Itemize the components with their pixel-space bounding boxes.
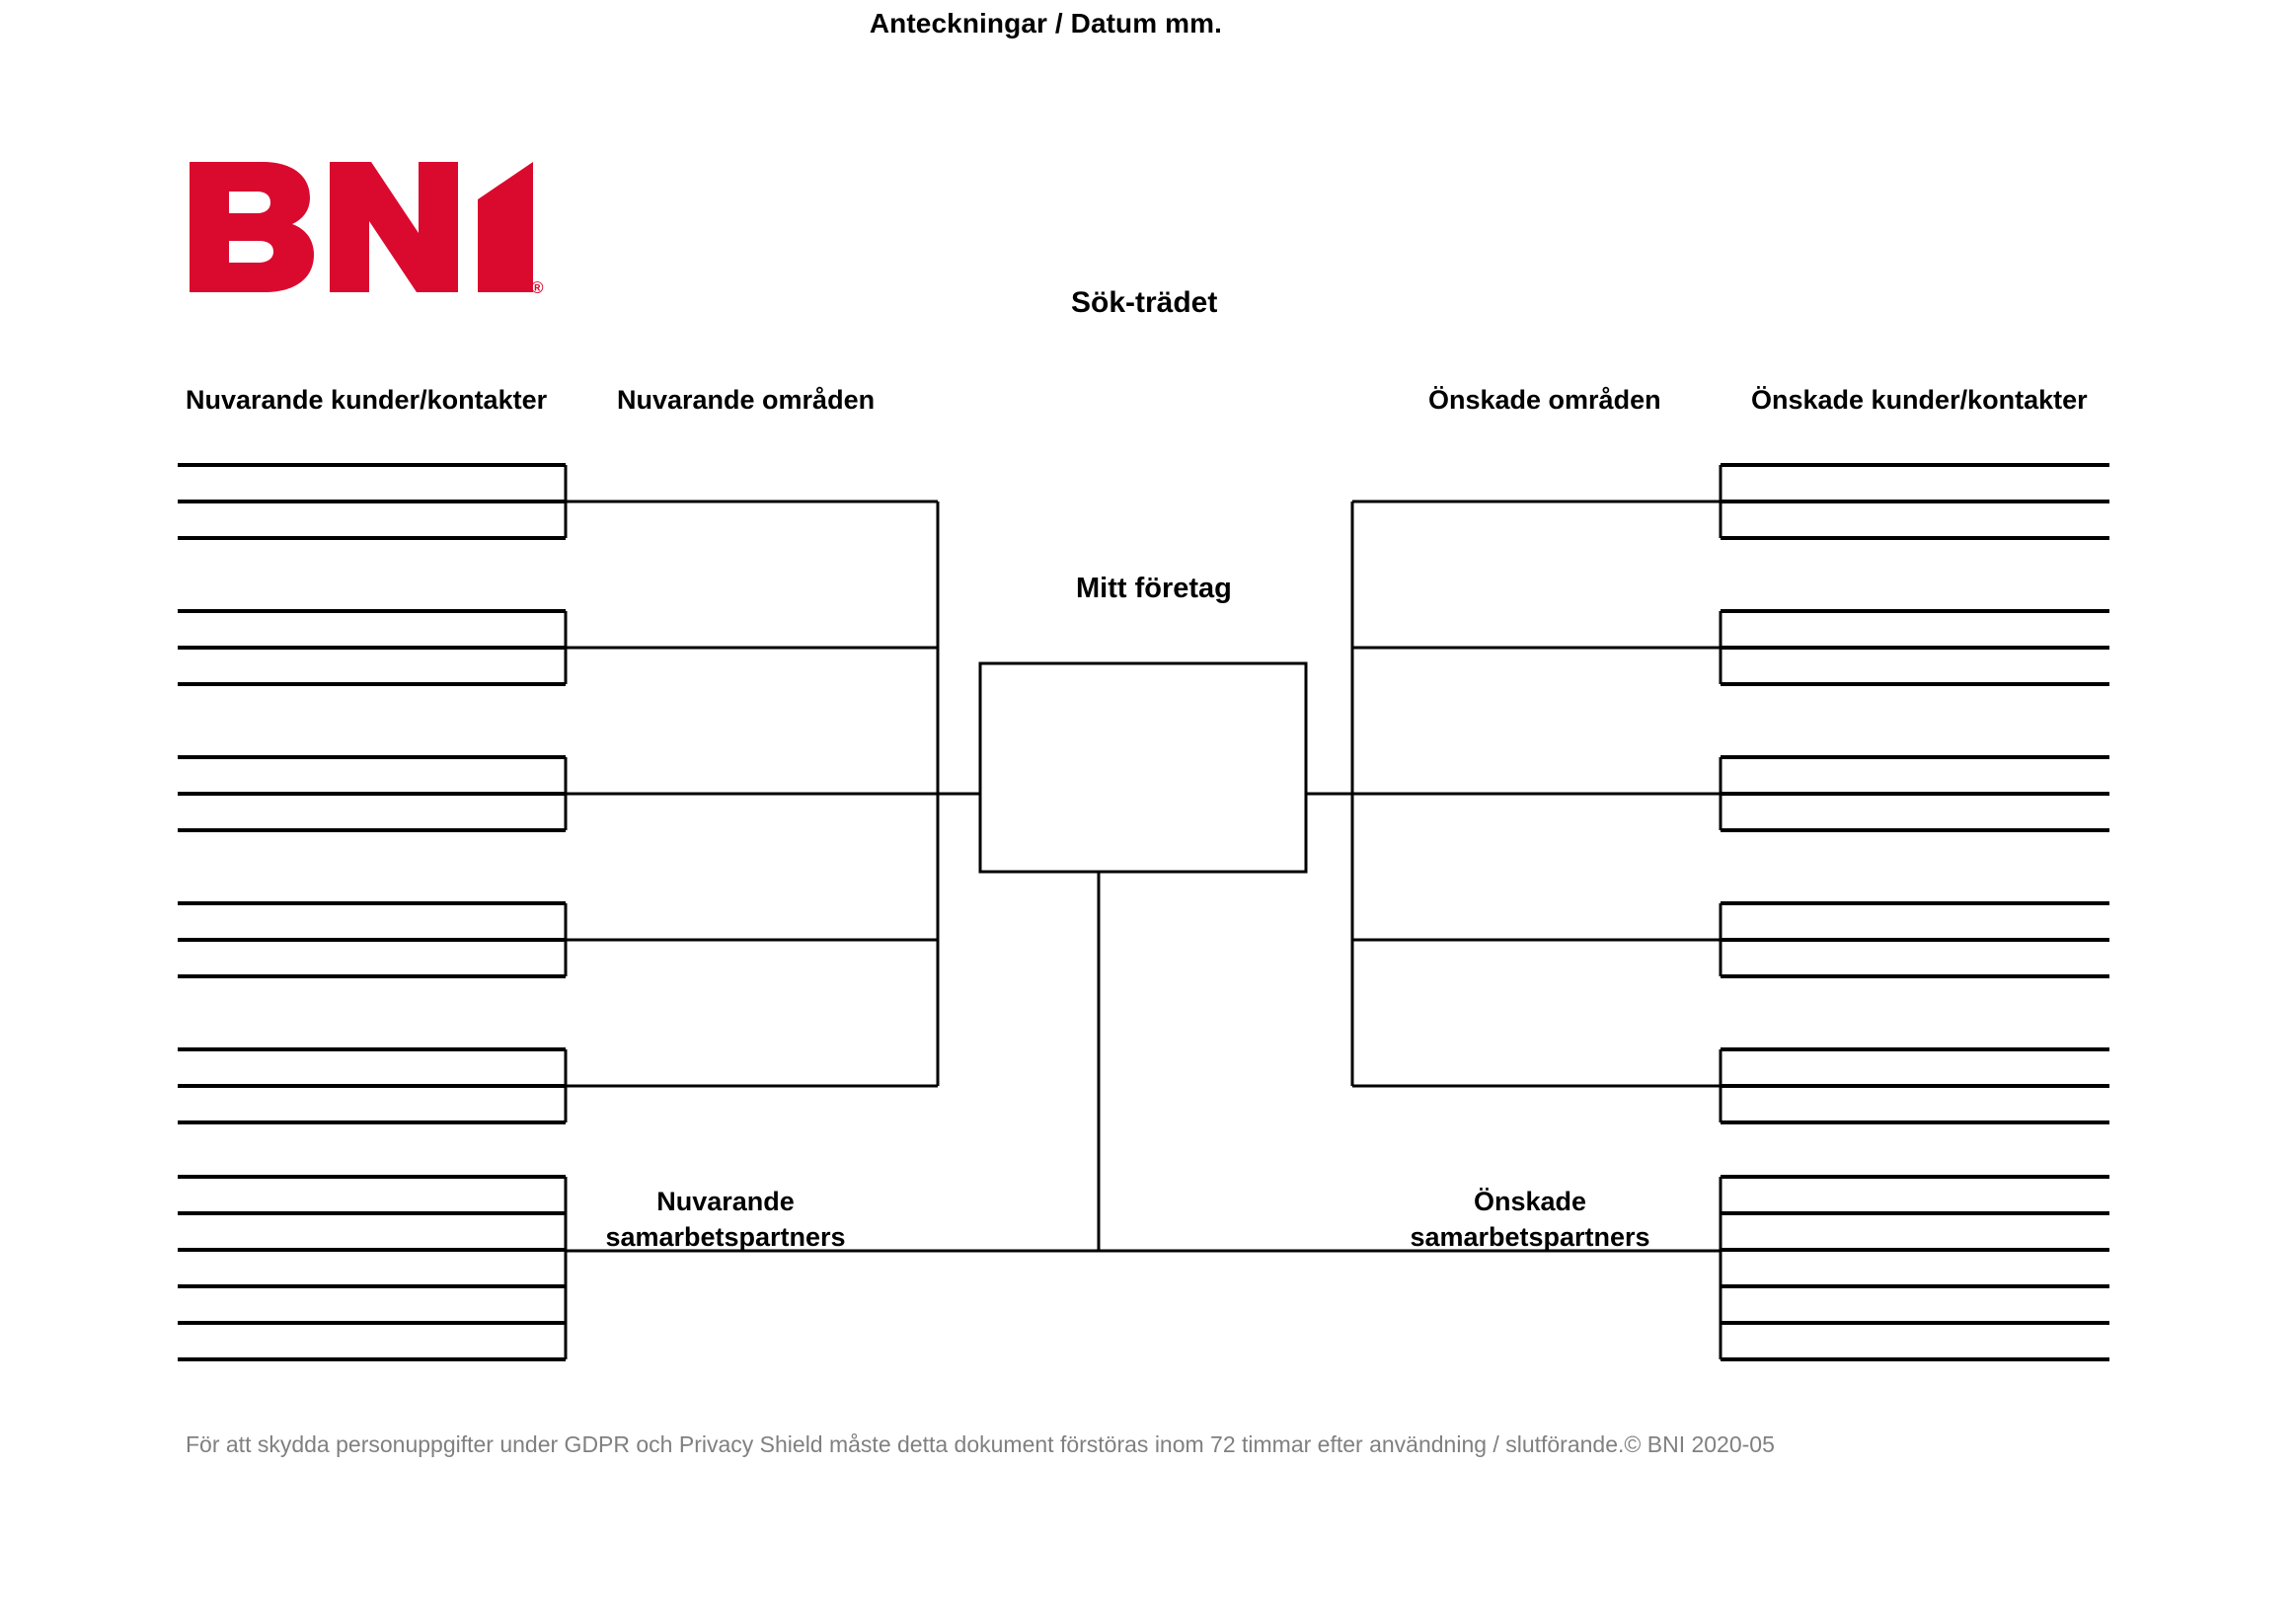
header-desired-customers: Önskade kunder/kontakter: [1751, 385, 2088, 415]
label-desired-partners: Önskade samarbetspartners: [1410, 1187, 1650, 1252]
my-company-box[interactable]: [978, 661, 1308, 874]
gdpr-footer-note: För att skydda personuppgifter under GDP…: [186, 1431, 1775, 1457]
header-current-customers: Nuvarande kunder/kontakter: [186, 385, 548, 415]
page-title: Sök-trädet: [1071, 286, 1218, 319]
label-current-partners: Nuvarande samarbetspartners: [605, 1187, 846, 1252]
bni-logo: [186, 158, 551, 296]
header-desired-areas: Önskade områden: [1428, 385, 1661, 415]
center-box-label: Mitt företag: [1076, 573, 1232, 604]
registered-trademark-icon: ®: [531, 278, 544, 297]
notes-date-label: Anteckningar / Datum mm.: [869, 8, 1222, 39]
header-current-areas: Nuvarande områden: [617, 385, 876, 415]
